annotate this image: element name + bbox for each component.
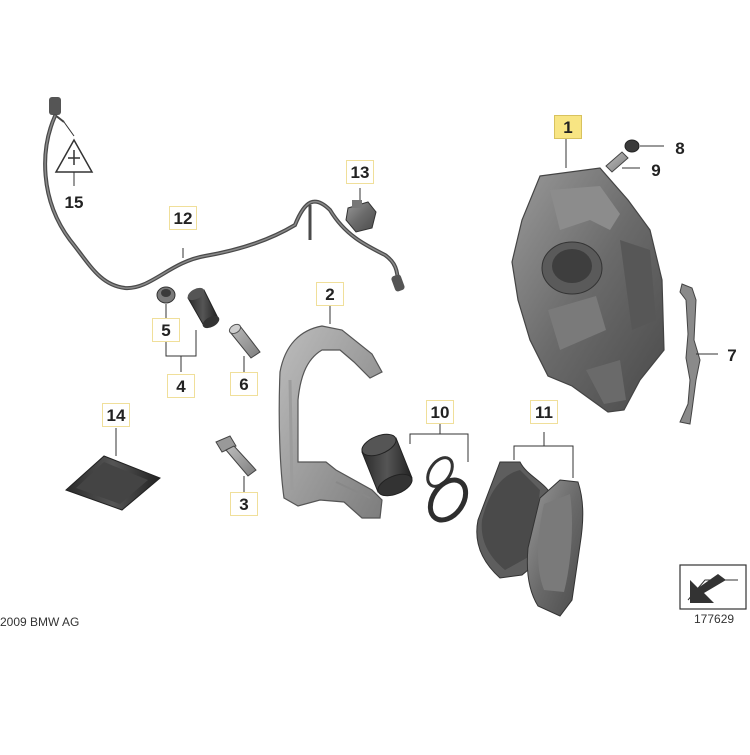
hex-bolt <box>215 435 257 492</box>
guide-pin <box>228 323 261 372</box>
spring-clip <box>679 283 718 425</box>
callout-3: 3 <box>230 492 258 516</box>
callout-14: 14 <box>102 403 130 427</box>
callout-6: 6 <box>230 372 258 396</box>
callout-1: 1 <box>554 115 582 139</box>
callout-4: 4 <box>167 374 195 398</box>
callout-10: 10 <box>426 400 454 424</box>
callout-9: 9 <box>651 161 661 180</box>
caliper-carrier <box>278 305 383 519</box>
grease-sachet <box>65 428 161 511</box>
bracket-lines-11 <box>513 432 574 478</box>
callout-13: 13 <box>346 160 374 184</box>
bleeder-valve <box>605 151 640 173</box>
callout-8: 8 <box>675 139 685 158</box>
bracket-lines-4 <box>165 330 197 372</box>
copyright-text: 2009 BMW AG <box>0 615 80 629</box>
bleeder-dust-cap <box>624 139 664 153</box>
rubber-bushing <box>187 287 220 329</box>
callout-11: 11 <box>530 400 558 424</box>
callout-5: 5 <box>152 318 180 342</box>
warning-triangle-icon <box>54 138 94 186</box>
image-number: 177629 <box>694 612 735 626</box>
bracket-lines-10 <box>409 424 469 462</box>
direction-arrow-icon <box>679 564 747 610</box>
guide-sleeve <box>156 286 176 318</box>
callout-7: 7 <box>727 346 737 365</box>
wear-sensor-cable <box>43 114 400 291</box>
callout-2: 2 <box>316 282 344 306</box>
caliper-housing <box>511 138 665 413</box>
caliper-piston <box>361 433 413 497</box>
callout-12: 12 <box>169 206 197 230</box>
brake-pads <box>476 461 584 617</box>
callout-15: 15 <box>64 193 84 212</box>
sensor-holder-clip <box>345 188 377 233</box>
piston-seal-rings <box>426 456 469 523</box>
